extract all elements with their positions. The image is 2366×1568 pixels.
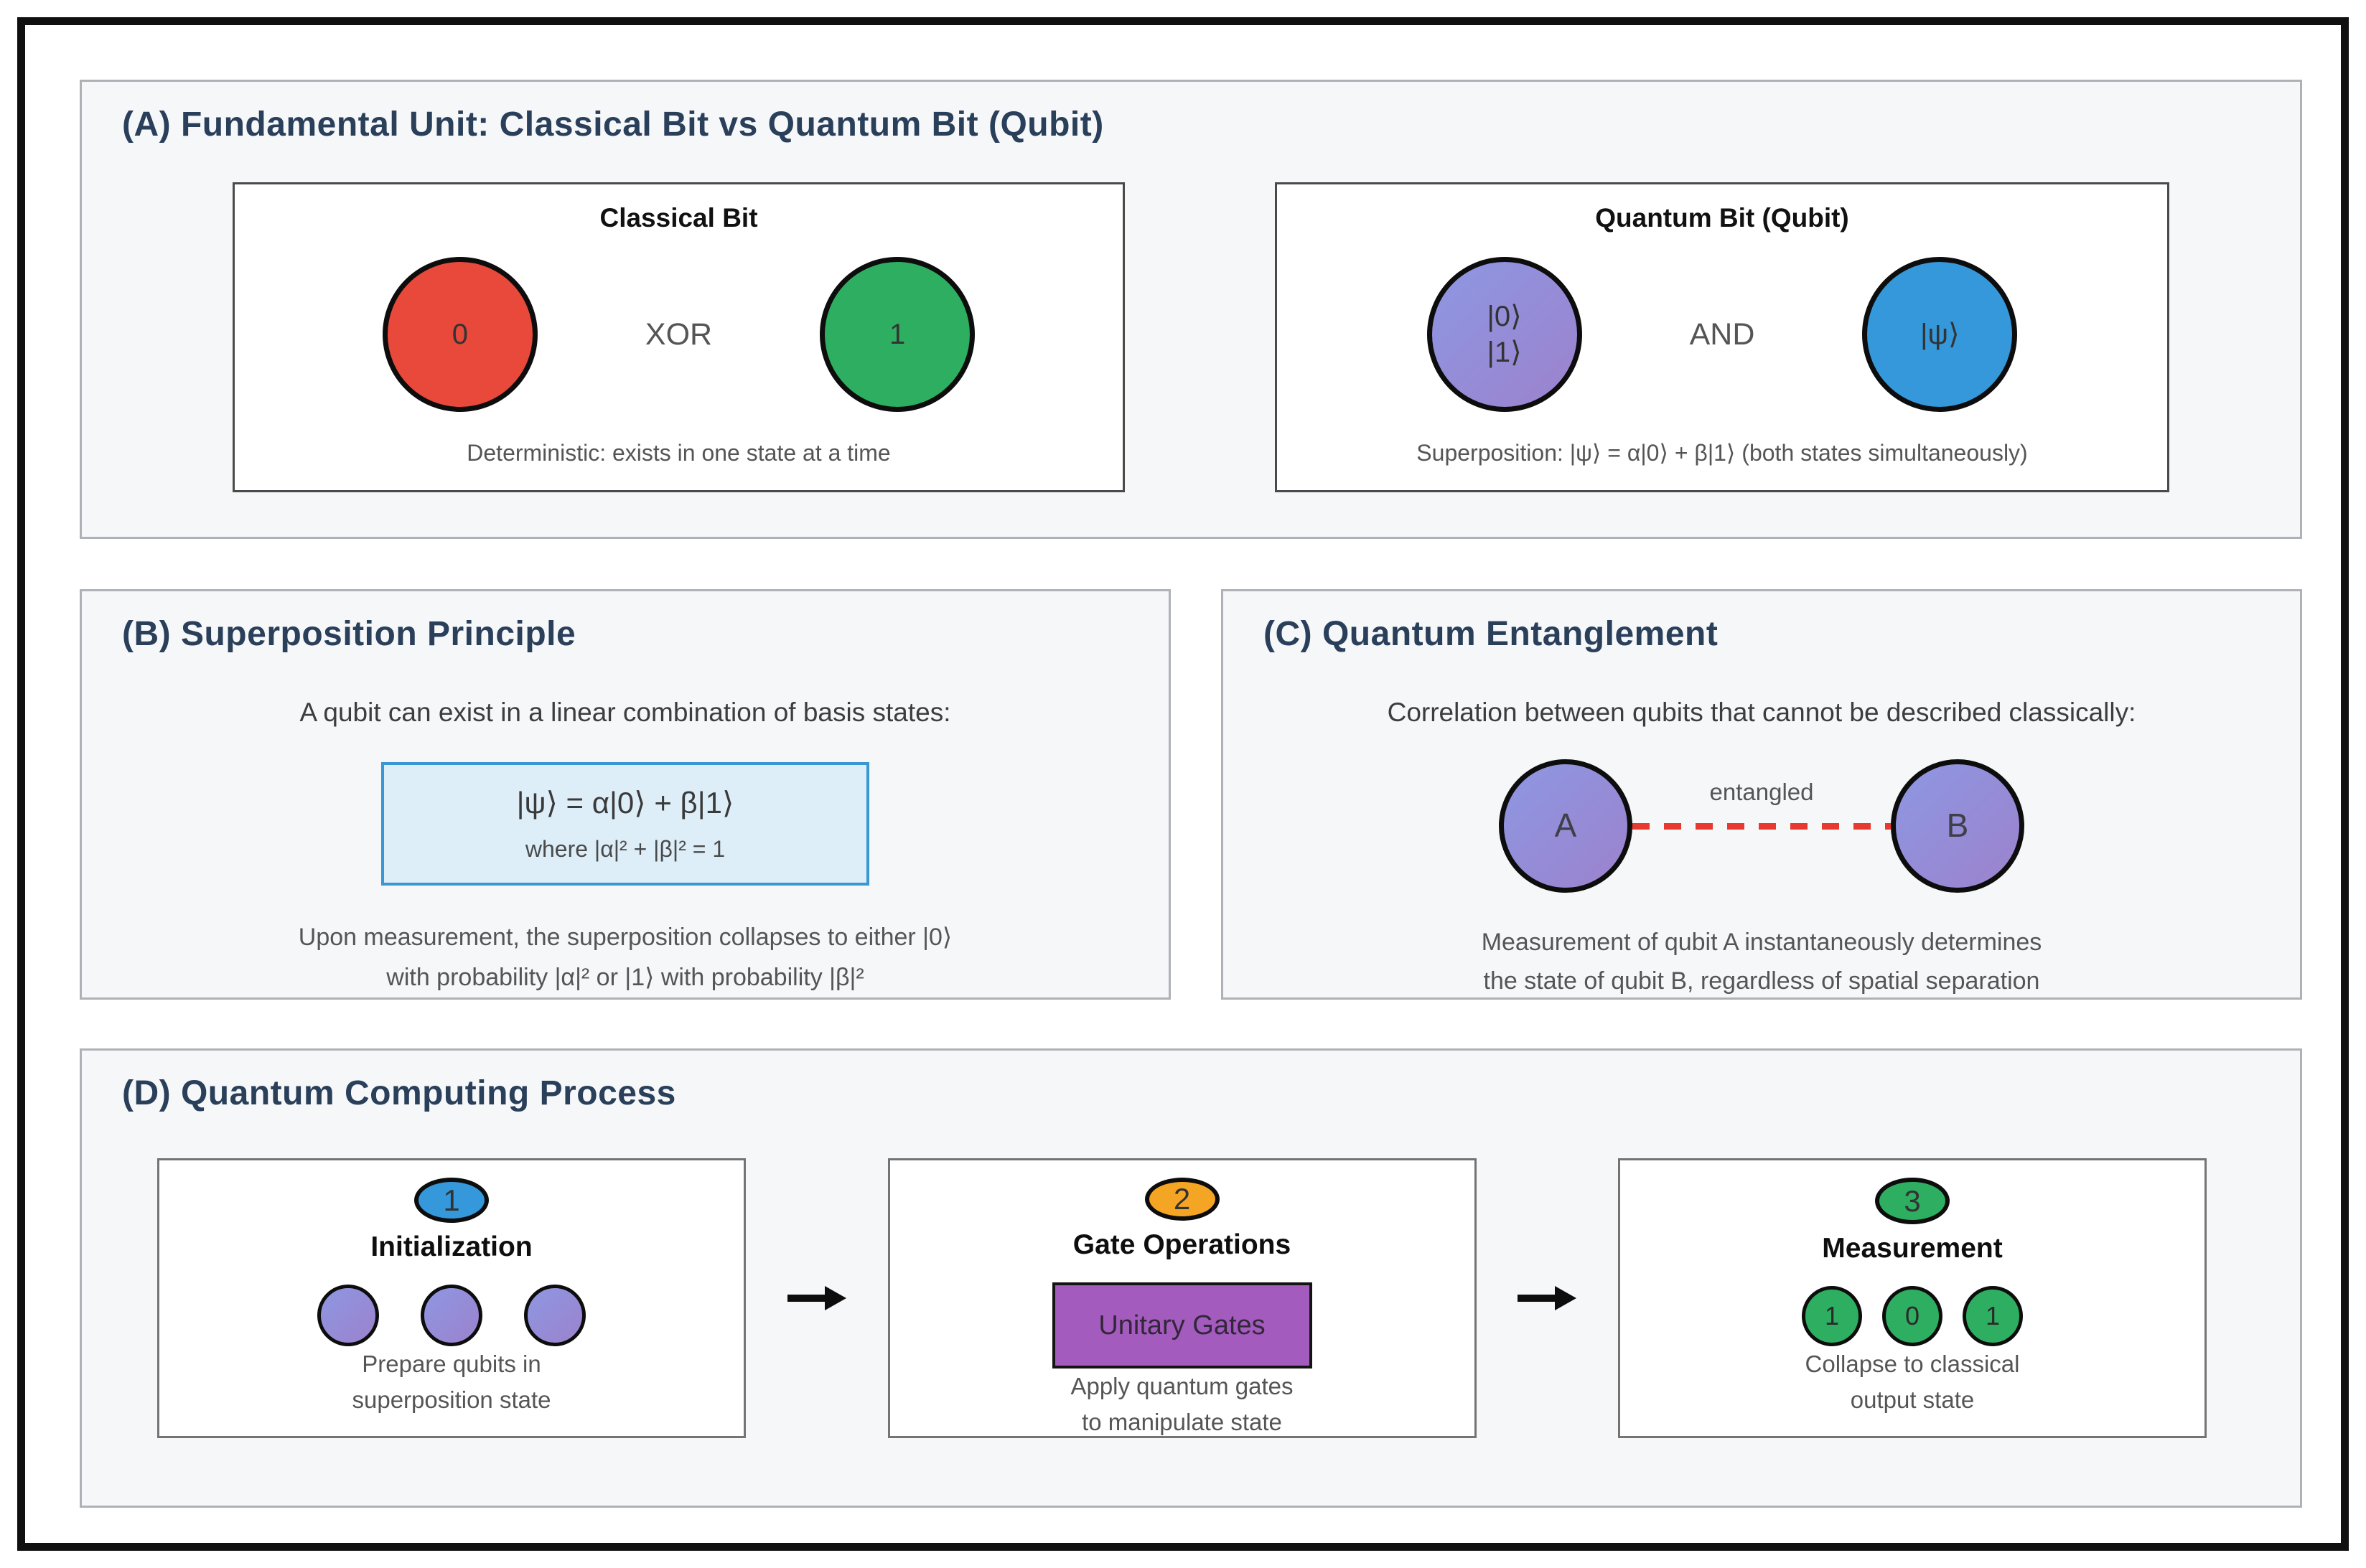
output-bit-3: 1 — [1963, 1286, 2023, 1346]
bit-0-label: 0 — [452, 319, 469, 350]
init-qubit-1 — [317, 1285, 379, 1346]
bit-1-circle: 1 — [820, 257, 976, 412]
step-measurement-box: 3 Measurement 1 0 1 Collapse to classica… — [1618, 1158, 2207, 1438]
superposition-formula-box: |ψ⟩ = α|0⟩ + β|1⟩ where |α|² + |β|² = 1 — [381, 762, 869, 886]
classical-bit-caption: Deterministic: exists in one state at a … — [467, 440, 891, 466]
quantum-bit-box: Quantum Bit (Qubit) |0⟩ |1⟩ AND |ψ⟩ Supe… — [1275, 182, 2169, 492]
entanglement-caption-line1: Measurement of qubit A instantaneously d… — [1481, 929, 2042, 956]
step-3-name: Measurement — [1822, 1233, 2003, 1264]
step-2-number: 2 — [1173, 1182, 1191, 1216]
output-bit-1-value: 1 — [1824, 1301, 1840, 1330]
panel-a-title: (A) Fundamental Unit: Classical Bit vs Q… — [122, 105, 1104, 144]
step-1-name: Initialization — [370, 1231, 533, 1262]
arrow-shaft — [787, 1295, 825, 1302]
step-3-number-circle: 3 — [1875, 1178, 1950, 1224]
quantum-bit-title: Quantum Bit (Qubit) — [1595, 203, 1849, 233]
qubit-a-label: A — [1554, 807, 1577, 845]
step-3-caption-line2: output state — [1850, 1386, 1975, 1413]
unitary-gates-rect: Unitary Gates — [1052, 1282, 1312, 1369]
entanglement-caption: Measurement of qubit A instantaneously d… — [1482, 923, 2042, 1001]
figure-border-frame: (A) Fundamental Unit: Classical Bit vs Q… — [17, 17, 2349, 1551]
normalization-constraint: where |α|² + |β|² = 1 — [525, 835, 726, 862]
qubit-state1-label: |1⟩ — [1487, 337, 1522, 368]
panel-c-body: Correlation between qubits that cannot b… — [1223, 677, 2300, 997]
initialization-qubits-row — [317, 1285, 586, 1346]
panel-c-title: (C) Quantum Entanglement — [1263, 615, 1719, 653]
entanglement-caption-line2: the state of qubit B, regardless of spat… — [1483, 967, 2040, 995]
classical-bit-title: Classical Bit — [599, 203, 758, 233]
step-1-caption-line2: superposition state — [352, 1386, 551, 1413]
qubit-state0-label: |0⟩ — [1487, 301, 1522, 332]
superposition-formula: |ψ⟩ = α|0⟩ + β|1⟩ — [516, 785, 734, 820]
quantum-bit-caption: Superposition: |ψ⟩ = α|0⟩ + β|1⟩ (both s… — [1416, 440, 2028, 466]
process-steps-row: 1 Initialization Prepare qubits in super… — [157, 1158, 2207, 1438]
arrow-shaft — [1518, 1295, 1556, 1302]
panel-c-entanglement: (C) Quantum Entanglement Correlation bet… — [1221, 589, 2302, 1000]
superposition-qubit-circle: |0⟩ |1⟩ — [1426, 257, 1582, 412]
measurement-collapse-caption: Upon measurement, the superposition coll… — [299, 917, 952, 997]
qubit-b-label: B — [1946, 807, 1969, 845]
entangled-qubits-diagram: A entangled B — [1499, 759, 2024, 893]
panel-d-title: (D) Quantum Computing Process — [122, 1074, 676, 1112]
psi-label: |ψ⟩ — [1920, 319, 1960, 350]
xor-operator-label: XOR — [645, 316, 713, 352]
step-gate-operations-box: 2 Gate Operations Unitary Gates Apply qu… — [887, 1158, 1477, 1440]
step-3-caption-line1: Collapse to classical — [1805, 1351, 2020, 1377]
collapse-caption-line2: with probability |α|² or |1⟩ with probab… — [386, 963, 864, 991]
superposition-intro-text: A qubit can exist in a linear combinatio… — [299, 698, 951, 727]
qubit-b-circle: B — [1891, 759, 2024, 893]
step-2-caption: Apply quantum gates to manipulate state — [1070, 1369, 1293, 1440]
entangled-link-label: entangled — [1709, 778, 1814, 805]
output-bit-3-value: 1 — [1985, 1301, 2001, 1330]
qubit-a-circle: A — [1499, 759, 1632, 893]
entanglement-intro-text: Correlation between qubits that cannot b… — [1387, 698, 2136, 727]
output-bit-1: 1 — [1802, 1286, 1862, 1346]
unitary-gates-label: Unitary Gates — [1098, 1310, 1266, 1341]
step-initialization-box: 1 Initialization Prepare qubits in super… — [157, 1158, 746, 1438]
entangled-link: entangled — [1632, 779, 1891, 830]
collapse-caption-line1: Upon measurement, the superposition coll… — [298, 923, 953, 951]
entangled-dashed-line — [1632, 822, 1891, 830]
measurement-bits-row: 1 0 1 — [1802, 1286, 2023, 1346]
step-2-name: Gate Operations — [1072, 1229, 1291, 1260]
step-1-number: 1 — [443, 1183, 460, 1217]
gate-operations-content: Unitary Gates — [1052, 1282, 1312, 1369]
step-1-caption-line1: Prepare qubits in — [362, 1351, 541, 1377]
step-3-caption: Collapse to classical output state — [1805, 1346, 2020, 1417]
arrow-head — [824, 1286, 846, 1310]
quantum-bit-row: |0⟩ |1⟩ AND |ψ⟩ — [1426, 257, 2018, 412]
flow-arrow-2-icon — [1518, 1286, 1577, 1310]
output-bit-2-value: 0 — [1904, 1301, 1920, 1330]
panel-b-superposition: (B) Superposition Principle A qubit can … — [80, 589, 1171, 1000]
step-1-caption: Prepare qubits in superposition state — [352, 1346, 551, 1417]
init-qubit-2 — [421, 1285, 482, 1346]
and-operator-label: AND — [1689, 316, 1755, 352]
step-2-caption-line1: Apply quantum gates — [1070, 1373, 1294, 1399]
output-bit-2: 0 — [1882, 1286, 1942, 1346]
panel-a-fundamental-unit: (A) Fundamental Unit: Classical Bit vs Q… — [80, 80, 2302, 539]
arrow-head — [1555, 1286, 1577, 1310]
panel-b-title: (B) Superposition Principle — [122, 615, 576, 653]
flow-arrow-1-icon — [787, 1286, 846, 1310]
step-1-number-circle: 1 — [414, 1178, 489, 1223]
panel-b-body: A qubit can exist in a linear combinatio… — [82, 677, 1169, 997]
step-2-number-circle: 2 — [1144, 1178, 1220, 1221]
panel-d-computing-process: (D) Quantum Computing Process 1 Initiali… — [80, 1048, 2302, 1508]
step-2-caption-line2: to manipulate state — [1082, 1408, 1282, 1435]
classical-bit-row: 0 XOR 1 — [382, 257, 976, 412]
bit-1-label: 1 — [889, 319, 906, 350]
classical-bit-box: Classical Bit 0 XOR 1 Deterministic: exi… — [233, 182, 1125, 492]
psi-qubit-circle: |ψ⟩ — [1862, 257, 2018, 412]
step-3-number: 3 — [1904, 1183, 1921, 1218]
init-qubit-3 — [524, 1285, 586, 1346]
bit-0-circle: 0 — [382, 257, 538, 412]
